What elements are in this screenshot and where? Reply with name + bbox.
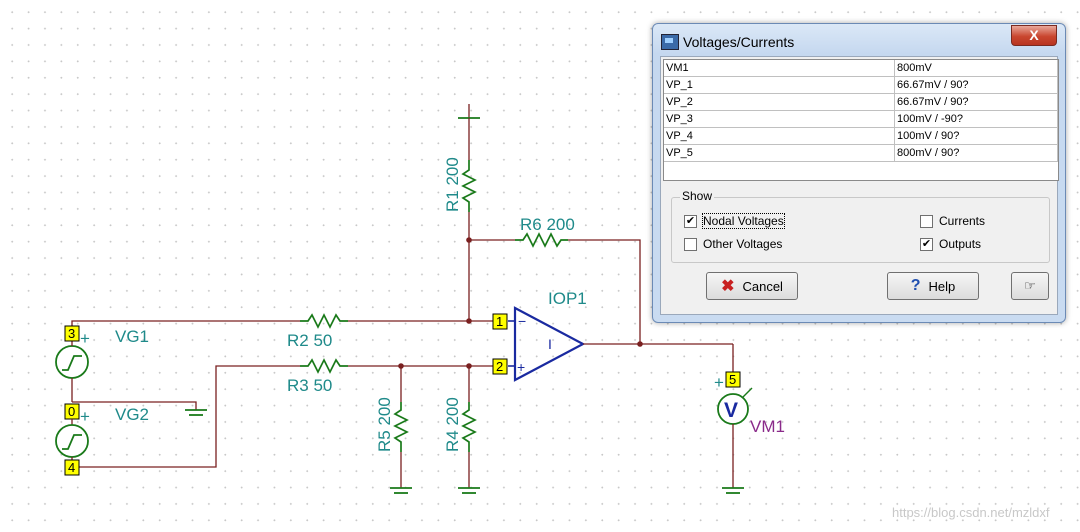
checkbox-box[interactable]: ✔ bbox=[684, 214, 697, 228]
label-r6: R6 200 bbox=[520, 215, 575, 234]
node-0: 0 bbox=[64, 403, 80, 420]
currents-label: Currents bbox=[939, 214, 986, 228]
ground-r4 bbox=[458, 487, 480, 494]
resistor-r2[interactable] bbox=[300, 313, 348, 329]
app-icon bbox=[661, 34, 679, 50]
row-name: VP_2 bbox=[664, 93, 895, 111]
label-r3: R3 50 bbox=[287, 376, 332, 395]
row-name: VM1 bbox=[664, 60, 895, 77]
cancel-button[interactable]: ✖ Cancel bbox=[706, 272, 798, 300]
opamp-minus-sign: − bbox=[518, 313, 526, 329]
currents-checkbox[interactable]: Currents bbox=[920, 214, 985, 228]
label-vm1-plus: + bbox=[714, 373, 724, 392]
label-r4: R4 200 bbox=[443, 397, 462, 452]
resistor-r6[interactable] bbox=[515, 232, 568, 248]
label-r2: R2 50 bbox=[287, 331, 332, 350]
ground-vg bbox=[185, 409, 207, 416]
row-value: 800mV / 90? bbox=[894, 144, 1058, 162]
resistor-r4[interactable] bbox=[461, 402, 477, 452]
svg-text:1: 1 bbox=[496, 314, 503, 329]
voltmeter-v-glyph: V bbox=[724, 399, 738, 422]
dialog-titlebar[interactable]: Voltages/Currents X bbox=[653, 24, 1065, 54]
label-r5: R5 200 bbox=[375, 397, 394, 452]
resistor-r5[interactable] bbox=[393, 402, 409, 452]
pointer-button[interactable]: ☞ bbox=[1011, 272, 1049, 300]
svg-text:3: 3 bbox=[68, 326, 75, 341]
ground-vm1 bbox=[722, 487, 744, 494]
checkbox-box[interactable] bbox=[920, 214, 933, 228]
voltmeter-vm1[interactable]: V bbox=[717, 387, 753, 488]
opamp-iop1[interactable]: − + I bbox=[508, 306, 586, 382]
help-label: Help bbox=[928, 278, 956, 294]
nodal-voltages-label: Nodal Voltages bbox=[702, 213, 785, 229]
watermark: https://blog.csdn.net/mzldxf bbox=[892, 505, 1050, 520]
node-1: 1 bbox=[492, 313, 508, 330]
row-value: 66.67mV / 90? bbox=[894, 93, 1058, 111]
other-voltages-label: Other Voltages bbox=[703, 237, 783, 251]
hand-pointer-icon: ☞ bbox=[1024, 278, 1036, 293]
resistor-r1[interactable] bbox=[461, 160, 477, 212]
row-name: VP_1 bbox=[664, 76, 895, 94]
row-value: 100mV / -90? bbox=[894, 110, 1058, 128]
cancel-x-icon: ✖ bbox=[721, 278, 735, 295]
help-question-icon: ? bbox=[910, 277, 921, 294]
row-value: 100mV / 90? bbox=[894, 127, 1058, 145]
node-5: 5 bbox=[725, 371, 741, 388]
other-voltages-checkbox[interactable]: Other Voltages bbox=[684, 237, 782, 251]
terminal-r1 bbox=[458, 104, 480, 160]
checkbox-box[interactable] bbox=[684, 237, 697, 251]
row-name: VP_3 bbox=[664, 110, 895, 128]
outputs-checkbox[interactable]: ✔ Outputs bbox=[920, 237, 981, 251]
svg-text:4: 4 bbox=[68, 460, 75, 475]
nodal-voltages-checkbox[interactable]: ✔ Nodal Voltages bbox=[684, 213, 785, 229]
close-button[interactable]: X bbox=[1011, 25, 1057, 46]
dialog-title: Voltages/Currents bbox=[683, 34, 795, 50]
node-4: 4 bbox=[64, 459, 80, 476]
checkbox-box[interactable]: ✔ bbox=[920, 237, 933, 251]
ground-r5 bbox=[390, 487, 412, 494]
row-name: VP_4 bbox=[664, 127, 895, 145]
opamp-inner-label: I bbox=[548, 336, 552, 352]
label-r1: R1 200 bbox=[443, 157, 462, 212]
opamp-plus-sign: + bbox=[517, 359, 525, 375]
svg-text:5: 5 bbox=[729, 372, 736, 387]
help-button[interactable]: ? Help bbox=[887, 272, 979, 300]
node-2: 2 bbox=[492, 358, 508, 375]
label-vm1: VM1 bbox=[750, 417, 785, 436]
show-groupbox: Show ✔ Nodal Voltages Currents Other Vol… bbox=[671, 189, 1050, 263]
generator-vg1[interactable] bbox=[55, 340, 89, 402]
node-3: 3 bbox=[64, 325, 80, 342]
label-vg2: VG2 bbox=[115, 405, 149, 424]
row-value: 66.67mV / 90? bbox=[894, 76, 1058, 94]
cancel-label: Cancel bbox=[742, 278, 783, 294]
label-iop1: IOP1 bbox=[548, 289, 587, 308]
resistor-r3[interactable] bbox=[300, 358, 348, 374]
outputs-label: Outputs bbox=[939, 237, 982, 251]
generator-vg2[interactable] bbox=[55, 419, 89, 461]
svg-text:2: 2 bbox=[496, 359, 503, 374]
label-vg1: VG1 bbox=[115, 327, 149, 346]
show-group-label: Show bbox=[680, 189, 715, 203]
label-vg2-plus: + bbox=[80, 407, 90, 426]
svg-text:0: 0 bbox=[68, 404, 75, 419]
label-vg1-plus: + bbox=[80, 329, 90, 348]
row-name: VP_5 bbox=[664, 144, 895, 162]
row-value: 800mV bbox=[894, 60, 1058, 77]
